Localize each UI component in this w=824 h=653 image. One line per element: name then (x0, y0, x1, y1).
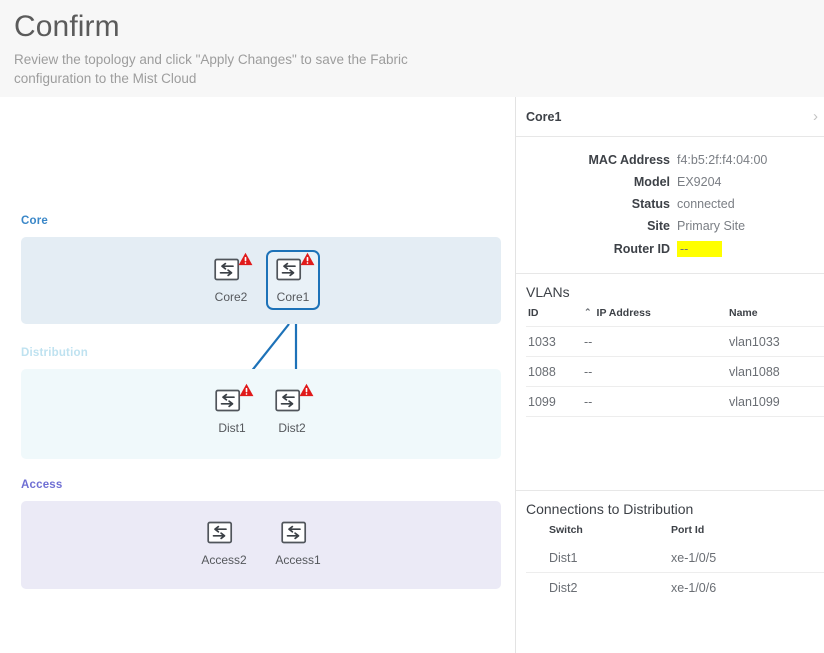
switch-icon-wrap (214, 252, 253, 287)
column-header-ip-address[interactable]: ⌃ IP Address (584, 307, 729, 327)
detail-label: Site (647, 219, 670, 233)
page-header: Confirm Review the topology and click "A… (0, 0, 824, 97)
connections-title: Connections to Distribution (526, 501, 694, 517)
page-subtitle: Review the topology and click "Apply Cha… (14, 52, 408, 86)
warning-icon (299, 383, 314, 397)
topology-node-core2[interactable]: Core2 (202, 252, 260, 304)
column-header-id[interactable]: ID (528, 307, 539, 319)
node-label: Access2 (201, 553, 247, 567)
detail-label: Router ID (613, 242, 670, 256)
tier-label-access: Access (21, 479, 63, 491)
switch-icon (276, 258, 302, 281)
detail-value: EX9204 (677, 175, 722, 189)
vlans-section: VLANs ID ⌃ IP Address Name 1033 (516, 274, 824, 490)
warning-icon (239, 383, 254, 397)
topology-node-access2[interactable]: Access2 (195, 520, 253, 567)
cell-name: vlan1088 (729, 356, 824, 387)
detail-row: Router ID -- (516, 241, 824, 257)
table-row[interactable]: 1033 -- vlan1033 (526, 326, 824, 357)
detail-row: Site Primary Site (516, 219, 824, 233)
content-area: Core Core2 (0, 97, 824, 653)
column-header-label: IP Address (596, 307, 651, 319)
chevron-right-icon[interactable]: › (813, 108, 818, 125)
switch-icon-wrap (207, 520, 241, 550)
cell-id: 1088 (526, 356, 584, 387)
section-divider (516, 490, 824, 491)
switch-icon (281, 521, 307, 544)
topology-node-core1[interactable]: Core1 (266, 250, 320, 310)
topology-node-access1[interactable]: Access1 (269, 520, 327, 567)
device-detail-panel: Core1 › MAC Address f4:b5:2f:f4:04:00 Mo… (516, 97, 824, 653)
cell-port-id: xe-1/0/6 (671, 572, 824, 602)
router-id-value: -- (677, 241, 723, 257)
page-title: Confirm (14, 10, 120, 43)
table-row[interactable]: 1099 -- vlan1099 (526, 386, 824, 416)
detail-label: MAC Address (588, 153, 671, 167)
cell-name: vlan1033 (729, 326, 824, 357)
cell-name: vlan1099 (729, 386, 824, 416)
panel-title: Core1 (526, 109, 562, 124)
sort-caret-icon: ⌃ (584, 307, 592, 317)
detail-value: Primary Site (677, 219, 746, 233)
topology-node-dist2[interactable]: Dist2 (263, 383, 321, 435)
cell-ip: -- (584, 356, 729, 387)
node-label: Access1 (275, 553, 321, 567)
column-header-switch[interactable]: Switch (549, 524, 583, 536)
detail-value: f4:b5:2f:f4:04:00 (677, 153, 768, 167)
cell-id: 1033 (526, 326, 584, 357)
column-header-port-id[interactable]: Port Id (671, 524, 705, 536)
vertical-divider (515, 97, 516, 653)
table-row[interactable]: Dist1 xe-1/0/5 (526, 543, 824, 573)
cell-switch: Dist2 (526, 572, 671, 602)
node-label: Core2 (214, 290, 248, 304)
node-label: Dist2 (278, 421, 306, 435)
switch-icon-wrap (281, 520, 315, 550)
cell-ip: -- (584, 386, 729, 416)
switch-icon (207, 521, 233, 544)
vlans-table: ID ⌃ IP Address Name 1033 -- vlan1033 (526, 307, 824, 416)
detail-label: Status (631, 197, 670, 211)
table-header-row: ID ⌃ IP Address Name (526, 307, 824, 327)
detail-row: Status connected (516, 197, 824, 211)
connections-section: Connections to Distribution Switch Port … (516, 491, 824, 602)
table-header-row: Switch Port Id (526, 524, 824, 543)
tier-label-core: Core (21, 215, 49, 227)
switch-icon-wrap (275, 383, 314, 418)
warning-icon (300, 252, 315, 266)
vlans-title: VLANs (526, 284, 570, 300)
topology-node-dist1[interactable]: Dist1 (203, 383, 261, 435)
switch-icon-wrap (215, 383, 254, 418)
topology-canvas: Core Core2 (0, 97, 515, 653)
switch-icon (275, 389, 301, 412)
vlans-empty-space (526, 417, 824, 490)
detail-value: connected (677, 197, 735, 211)
tier-label-distribution: Distribution (21, 347, 88, 359)
device-properties: MAC Address f4:b5:2f:f4:04:00 Model EX92… (516, 137, 824, 274)
tier-panel-core (21, 237, 501, 324)
tier-panel-access (21, 501, 501, 589)
table-row[interactable]: 1088 -- vlan1088 (526, 356, 824, 387)
cell-port-id: xe-1/0/5 (671, 551, 717, 565)
warning-icon (238, 252, 253, 266)
panel-header: Core1 › (516, 97, 824, 137)
node-label: Core1 (276, 290, 310, 304)
detail-row: MAC Address f4:b5:2f:f4:04:00 (516, 153, 824, 167)
cell-id: 1099 (526, 386, 584, 416)
cell-switch: Dist1 (549, 551, 578, 565)
switch-icon (215, 389, 241, 412)
table-row[interactable]: Dist2 xe-1/0/6 (526, 572, 824, 602)
cell-ip: -- (584, 326, 729, 357)
tier-panel-distribution (21, 369, 501, 459)
column-header-name[interactable]: Name (729, 307, 758, 319)
detail-row: Model EX9204 (516, 175, 824, 189)
switch-icon (214, 258, 240, 281)
node-label: Dist1 (218, 421, 246, 435)
connections-table: Switch Port Id Dist1 xe-1/0/5 Dist2 xe-1… (526, 524, 824, 602)
detail-label: Model (633, 175, 670, 189)
switch-icon-wrap (276, 252, 315, 287)
